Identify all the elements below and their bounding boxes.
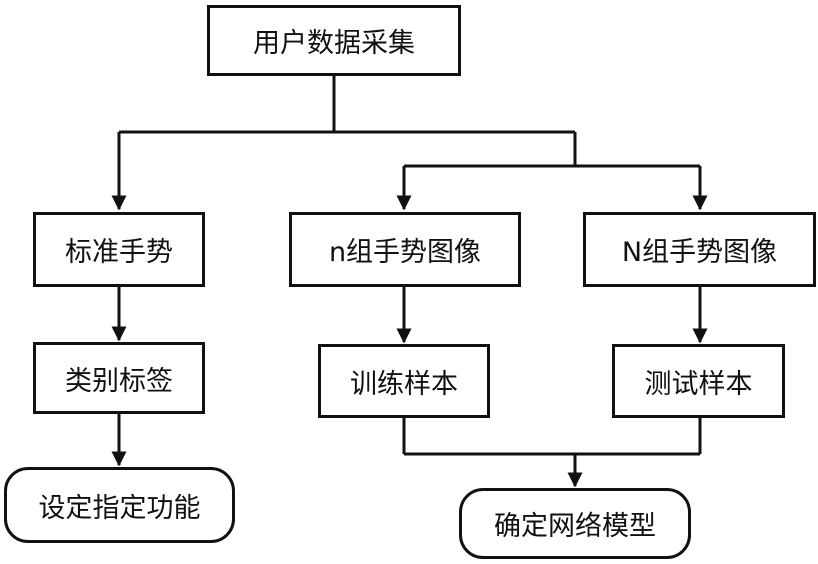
- node-training-samples: 训练样本: [318, 344, 490, 418]
- node-determine-network-model: 确定网络模型: [459, 488, 691, 559]
- node-standard-gesture: 标准手势: [33, 212, 205, 287]
- node-set-specified-function: 设定指定功能: [4, 467, 235, 543]
- node-n-gesture-images: n组手势图像: [289, 212, 521, 287]
- node-category-label: 类别标签: [33, 342, 205, 414]
- node-test-samples: 测试样本: [612, 344, 785, 418]
- node-user-data-collection: 用户数据采集: [207, 5, 461, 76]
- node-N-gesture-images: N组手势图像: [583, 212, 816, 287]
